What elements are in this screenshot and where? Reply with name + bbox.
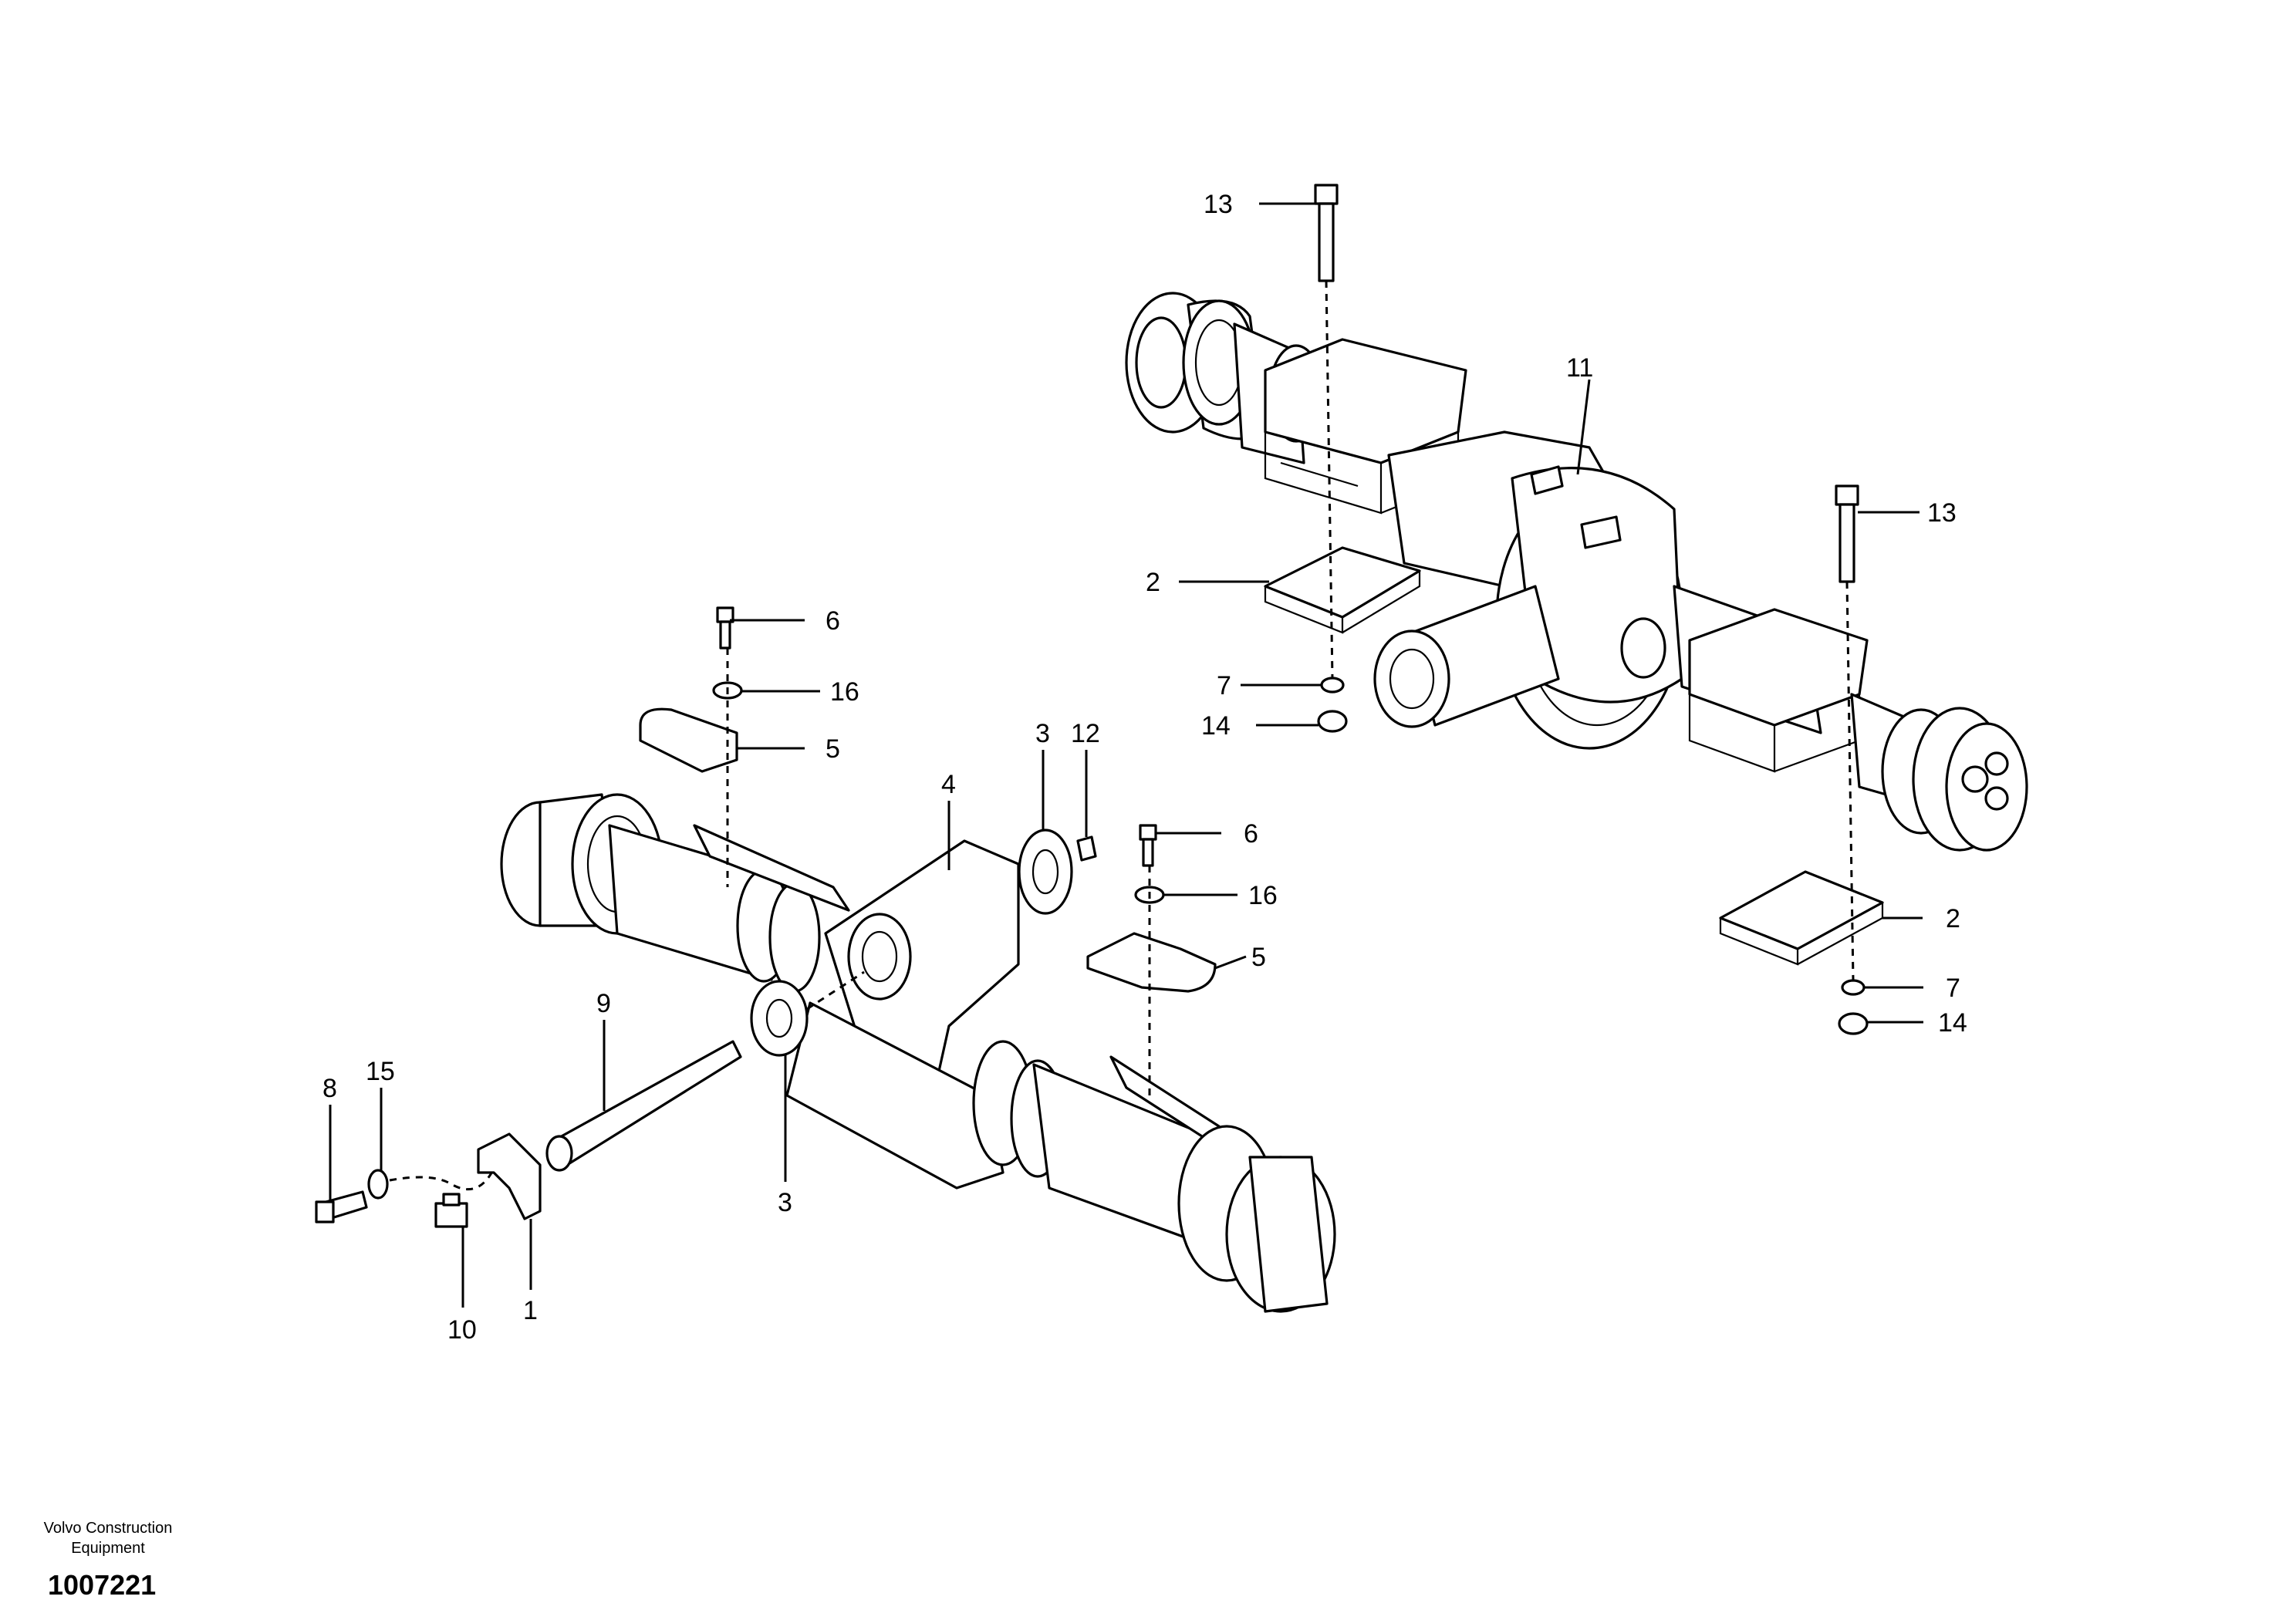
callout-3-upper: 3 xyxy=(1035,719,1050,748)
callout-5-upper: 5 xyxy=(826,734,840,764)
callout-7-upper: 7 xyxy=(1217,671,1231,700)
callout-11: 11 xyxy=(1566,353,1593,383)
company-name-line1: Volvo Construction xyxy=(43,1520,173,1537)
callout-2-lower: 2 xyxy=(1946,904,1960,933)
callout-labels: 13 11 13 2 7 14 6 16 5 3 12 4 6 16 5 2 7… xyxy=(322,190,1967,1345)
callout-6-lower: 6 xyxy=(1244,819,1258,849)
callout-15: 15 xyxy=(366,1057,395,1086)
leader-lines xyxy=(329,202,1923,1308)
callout-2-upper: 2 xyxy=(1146,568,1160,597)
callout-6-upper: 6 xyxy=(826,606,840,636)
callout-9: 9 xyxy=(596,989,611,1018)
callout-16-upper: 16 xyxy=(830,677,859,707)
company-name-line2: Equipment xyxy=(71,1540,145,1557)
callout-7-lower: 7 xyxy=(1946,974,1960,1003)
callout-13-right: 13 xyxy=(1927,498,1957,528)
callout-16-lower: 16 xyxy=(1248,881,1278,910)
callout-14-upper: 14 xyxy=(1201,711,1231,741)
callout-12: 12 xyxy=(1071,719,1100,748)
rear-axle-assembly xyxy=(1125,292,2028,852)
callout-10: 10 xyxy=(447,1315,477,1345)
loose-parts xyxy=(315,184,1884,1228)
callout-13-upper: 13 xyxy=(1204,190,1233,219)
drawing-number: 1007221 xyxy=(48,1569,157,1601)
front-axle-assembly xyxy=(500,793,1336,1313)
callout-3-lower: 3 xyxy=(778,1188,792,1217)
callout-5-lower: 5 xyxy=(1251,943,1266,972)
callout-1: 1 xyxy=(523,1296,538,1325)
footer-block: Volvo Construction Equipment 1007221 xyxy=(31,1518,262,1601)
dashed-assembly-lines xyxy=(389,280,1855,1191)
callout-8: 8 xyxy=(322,1074,337,1103)
callout-14-lower: 14 xyxy=(1938,1008,1967,1038)
callout-4: 4 xyxy=(941,770,956,799)
